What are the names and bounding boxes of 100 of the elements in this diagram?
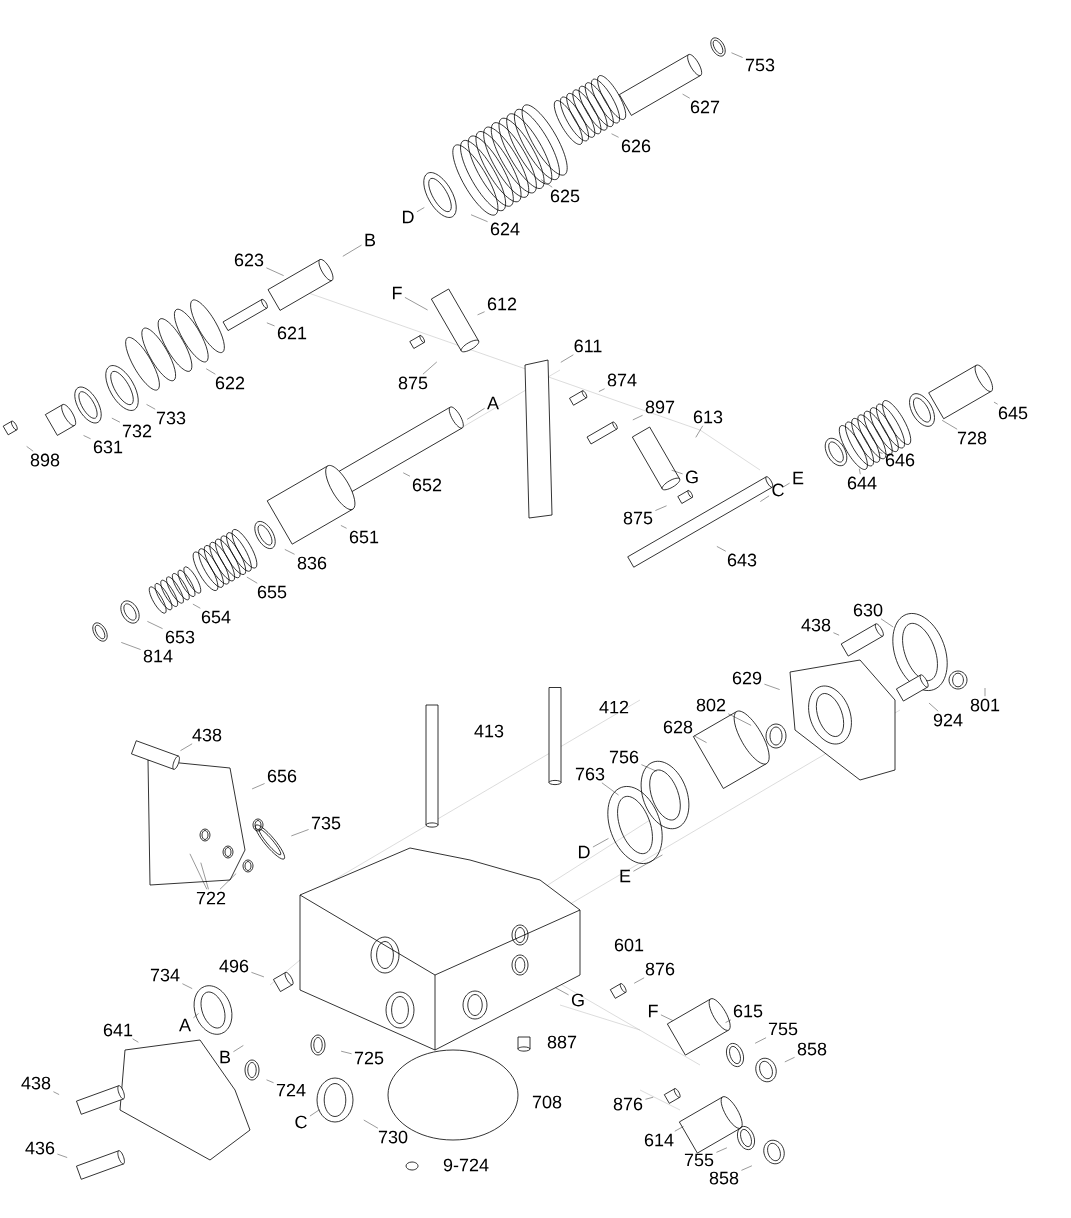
leader-line — [147, 621, 163, 629]
leader-line — [674, 1126, 684, 1132]
callout-number: 897 — [645, 400, 675, 414]
callout-letter: E — [620, 869, 631, 883]
callout-number: 413 — [474, 724, 504, 738]
leader-line — [984, 687, 986, 697]
leader-line — [641, 764, 657, 772]
callout-number: 9-724 — [443, 1158, 489, 1172]
leader-line — [592, 838, 609, 848]
callout-number: 858 — [709, 1171, 739, 1185]
leader-line — [466, 408, 485, 420]
leader-line — [132, 1038, 139, 1043]
leader-line — [83, 435, 91, 439]
callout-number: 724 — [276, 1083, 306, 1097]
leader-line — [266, 267, 284, 276]
callout-number: 626 — [621, 139, 651, 153]
leader-line — [878, 451, 883, 454]
leader-line — [601, 782, 619, 796]
callout-number: 708 — [532, 1095, 562, 1109]
callout-number: 624 — [490, 222, 520, 236]
callout-letter: D — [579, 845, 590, 859]
callout-number: 621 — [277, 326, 307, 340]
leader-line — [284, 549, 295, 555]
callout-number: 625 — [550, 189, 580, 203]
leader-line — [725, 1019, 732, 1023]
leader-line — [833, 632, 840, 636]
leader-line — [716, 546, 726, 552]
leader-line — [682, 93, 690, 99]
callout-number: 858 — [797, 1042, 827, 1056]
callout-number: 655 — [257, 585, 287, 599]
leader-line — [993, 401, 998, 405]
leader-line — [598, 388, 605, 392]
leader-line — [342, 244, 362, 257]
callout-number: 801 — [970, 698, 1000, 712]
callout-number: 733 — [156, 411, 186, 425]
leader-line — [611, 133, 619, 138]
leader-line — [26, 446, 34, 452]
callout-number: 875 — [398, 376, 428, 390]
callout-number: 612 — [487, 297, 517, 311]
leader-line — [206, 368, 216, 375]
callout-number: 656 — [267, 769, 297, 783]
callout-number: 725 — [354, 1051, 384, 1065]
leader-line — [180, 743, 193, 751]
callout-number: 876 — [613, 1097, 643, 1111]
leader-line — [693, 735, 707, 743]
callout-number: 628 — [663, 720, 693, 734]
callout-number: 887 — [547, 1035, 577, 1049]
leader-line — [291, 829, 309, 837]
leader-line — [671, 470, 683, 475]
leader-line — [782, 482, 790, 488]
leader-line — [193, 1013, 199, 1019]
leader-line — [754, 1037, 767, 1044]
leader-line — [695, 425, 703, 438]
callout-number: 652 — [412, 478, 442, 492]
callout-number: 614 — [644, 1133, 674, 1147]
callout-number: 763 — [575, 767, 605, 781]
callout-number: 622 — [215, 376, 245, 390]
callout-number: 653 — [165, 630, 195, 644]
callout-number: 876 — [645, 962, 675, 976]
leader-line — [880, 618, 894, 628]
leader-line — [716, 1147, 728, 1153]
leader-line — [632, 415, 643, 421]
callout-number: 601 — [614, 938, 644, 952]
callout-number: 615 — [733, 1004, 763, 1018]
callout-number: 728 — [957, 431, 987, 445]
callout-number: 722 — [196, 891, 226, 905]
callout-number: 802 — [696, 698, 726, 712]
leader-line — [422, 361, 437, 375]
callout-number: 436 — [25, 1141, 55, 1155]
callout-number: 836 — [297, 556, 327, 570]
callout-number: 627 — [690, 100, 720, 114]
leader-line — [928, 702, 939, 712]
callout-number: 412 — [599, 700, 629, 714]
callout-number: 644 — [847, 476, 877, 490]
callout-letter: C — [295, 1115, 307, 1129]
callout-number: 875 — [623, 511, 653, 525]
leader-line — [941, 420, 958, 430]
callout-number: 438 — [192, 728, 222, 742]
leader-line — [233, 1045, 244, 1052]
leader-line — [859, 468, 861, 475]
leader-line — [645, 1097, 654, 1100]
callout-letter: G — [685, 470, 698, 484]
callout-letter: F — [649, 1004, 658, 1018]
leader-line — [340, 525, 347, 529]
leader-line — [246, 576, 258, 584]
callout-number: 631 — [93, 440, 123, 454]
callout-number: 755 — [684, 1153, 714, 1167]
callout-number: 756 — [609, 750, 639, 764]
leader-line — [731, 52, 743, 58]
callout-number: 753 — [745, 58, 775, 72]
leader-line — [760, 495, 770, 502]
callout-letter: G — [571, 993, 584, 1007]
leader-line — [655, 505, 667, 511]
leader-line — [266, 1079, 274, 1083]
callout-number: 735 — [311, 816, 341, 830]
callout-number: 651 — [349, 530, 379, 544]
callout-letter: B — [220, 1050, 231, 1064]
callout-letter: C — [772, 483, 784, 497]
leader-line — [560, 354, 574, 363]
leader-line — [660, 1014, 673, 1021]
